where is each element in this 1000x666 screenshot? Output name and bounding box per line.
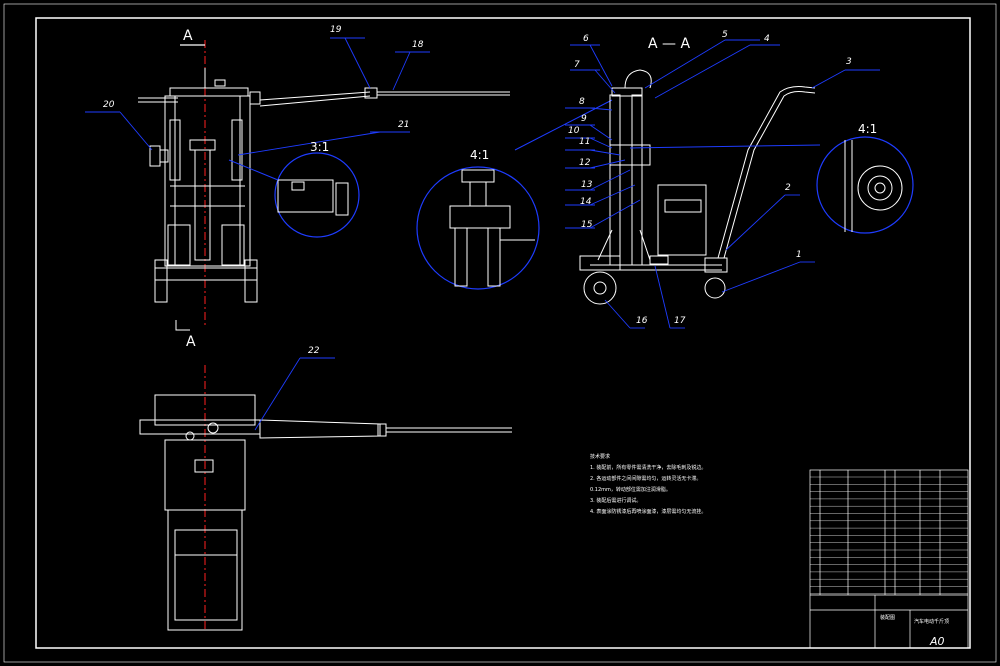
part-label-10: 10 [568,126,580,136]
handle-bar [364,87,510,99]
section-marker-a-bottom: A [186,334,196,350]
part-label-22: 22 [308,346,320,356]
part-label-2: 2 [785,183,791,193]
part-label-5: 5 [722,30,728,40]
detail-circle-right [629,136,914,234]
notes-line: 2. 各运动部件之间间隙需均匀，运转灵活无卡滞。 [590,476,702,482]
part-label-8: 8 [579,97,585,107]
section-title-aa: A — A [648,36,691,52]
part-label-17: 17 [674,316,686,326]
part-label-15: 15 [581,220,593,230]
outer-border [35,17,971,649]
part-label-3: 3 [846,57,852,67]
part-label-18: 18 [412,40,424,50]
title-block-sheet-size: A0 [930,635,945,648]
part-label-14: 14 [580,197,592,207]
part-label-13: 13 [581,180,593,190]
notes-line: 3. 装配后需进行调试。 [590,498,642,504]
notes-heading: 技术要求 [590,454,611,460]
title-block [809,469,969,649]
leader-lines [85,37,880,431]
detail-circle-mid [416,99,613,290]
front-view [138,40,371,331]
part-label-11: 11 [579,137,591,147]
title-block-drawing-name: 汽车电动千斤顶 [914,619,950,625]
side-view [579,69,816,305]
part-label-21: 21 [398,120,410,130]
part-label-20: 20 [103,100,115,110]
parts-list-rows [810,476,968,594]
notes-line: 1. 装配前，所有零件需清洗干净，去除毛刺及锐边。 [590,465,707,471]
inner-border [3,3,997,663]
part-label-7: 7 [574,60,580,70]
top-view [139,365,512,632]
title-block-company: 装配图 [880,615,896,621]
part-label-6: 6 [583,34,589,44]
detail-right-scale: 4:1 [858,122,878,136]
detail-left-scale: 3:1 [310,140,330,154]
detail-mid-scale: 4:1 [470,148,490,162]
notes-line: 4. 表面涂防锈漆后再喷涂面漆，漆层需均匀无流挂。 [590,509,707,515]
notes-line: 0.12mm，转动部位需加注润滑脂。 [590,487,671,493]
part-label-16: 16 [636,316,648,326]
part-label-4: 4 [764,34,770,44]
technical-notes: 技术要求 1. 装配前，所有零件需清洗干净，去除毛刺及锐边。 2. 各运动部件之… [590,452,706,518]
detail-circle-left [228,152,360,238]
part-label-1: 1 [796,250,802,260]
section-marker-a-top: A [183,28,193,44]
part-label-12: 12 [579,158,591,168]
part-label-9: 9 [581,114,587,124]
part-label-19: 19 [330,25,342,35]
